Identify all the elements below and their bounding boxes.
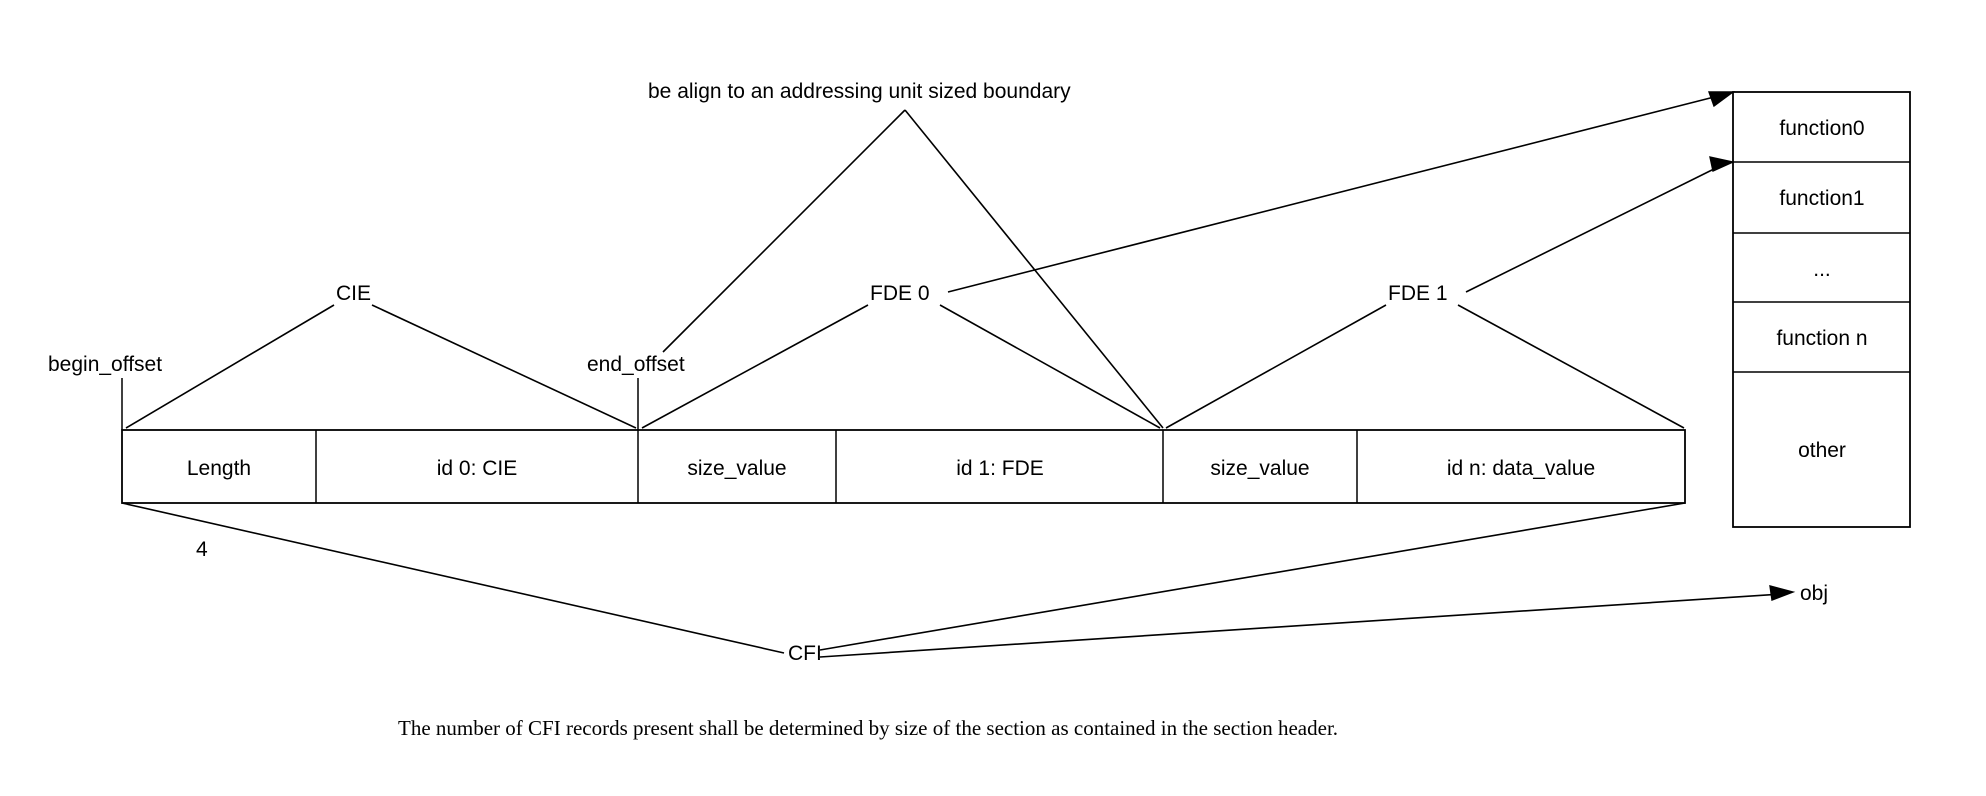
alignment-note-label: be align to an addressing unit sized bou… — [648, 80, 1071, 103]
cfi-to-obj-arrow[interactable] — [819, 585, 1796, 658]
end-offset-label: end_offset — [587, 353, 685, 376]
fde1-label: FDE 1 — [1388, 282, 1448, 305]
record-cell-idn-data-value: id n: data_value — [1447, 457, 1595, 480]
arrowhead-icon — [1769, 585, 1796, 601]
cie-label: CIE — [336, 282, 371, 305]
record-cell-size-value-1: size_value — [687, 457, 786, 480]
object-table-row-ellipsis: ... — [1813, 258, 1831, 281]
cie-bracket — [125, 304, 637, 429]
object-table-row-function-n: function n — [1776, 327, 1867, 350]
record-cell-id1-fde: id 1: FDE — [956, 457, 1044, 480]
alignment-note-leader — [662, 109, 1164, 429]
begin-offset-label: begin_offset — [48, 353, 162, 376]
object-table-row-function1: function1 — [1779, 187, 1864, 210]
obj-label: obj — [1800, 582, 1828, 605]
cfi-record-bar: Length id 0: CIE size_value id 1: FDE si… — [121, 429, 1686, 504]
object-table-row-other: other — [1798, 439, 1846, 462]
object-table-outline — [1732, 91, 1911, 528]
cfi-label: CFI — [788, 642, 822, 665]
arrowhead-icon — [1708, 91, 1736, 108]
fde1-to-function1-arrow[interactable] — [1465, 156, 1736, 293]
arrowhead-icon — [1709, 156, 1736, 172]
fde1-bracket — [1165, 304, 1685, 429]
fde0-label: FDE 0 — [870, 282, 930, 305]
object-table-row-function0: function0 — [1779, 117, 1864, 140]
object-function-table: function0 function1 ... function n other — [1732, 91, 1911, 528]
diagram-caption: The number of CFI records present shall … — [398, 716, 1338, 740]
record-cell-length: Length — [187, 457, 251, 480]
cfi-leader-lines — [121, 502, 1686, 654]
length-size-label: 4 — [196, 538, 208, 561]
record-cell-size-value-2: size_value — [1210, 457, 1309, 480]
record-bar-outline — [121, 429, 1686, 504]
fde0-to-function0-arrow[interactable] — [947, 91, 1736, 293]
record-cell-id0-cie: id 0: CIE — [437, 457, 518, 480]
fde0-bracket — [641, 304, 1161, 429]
